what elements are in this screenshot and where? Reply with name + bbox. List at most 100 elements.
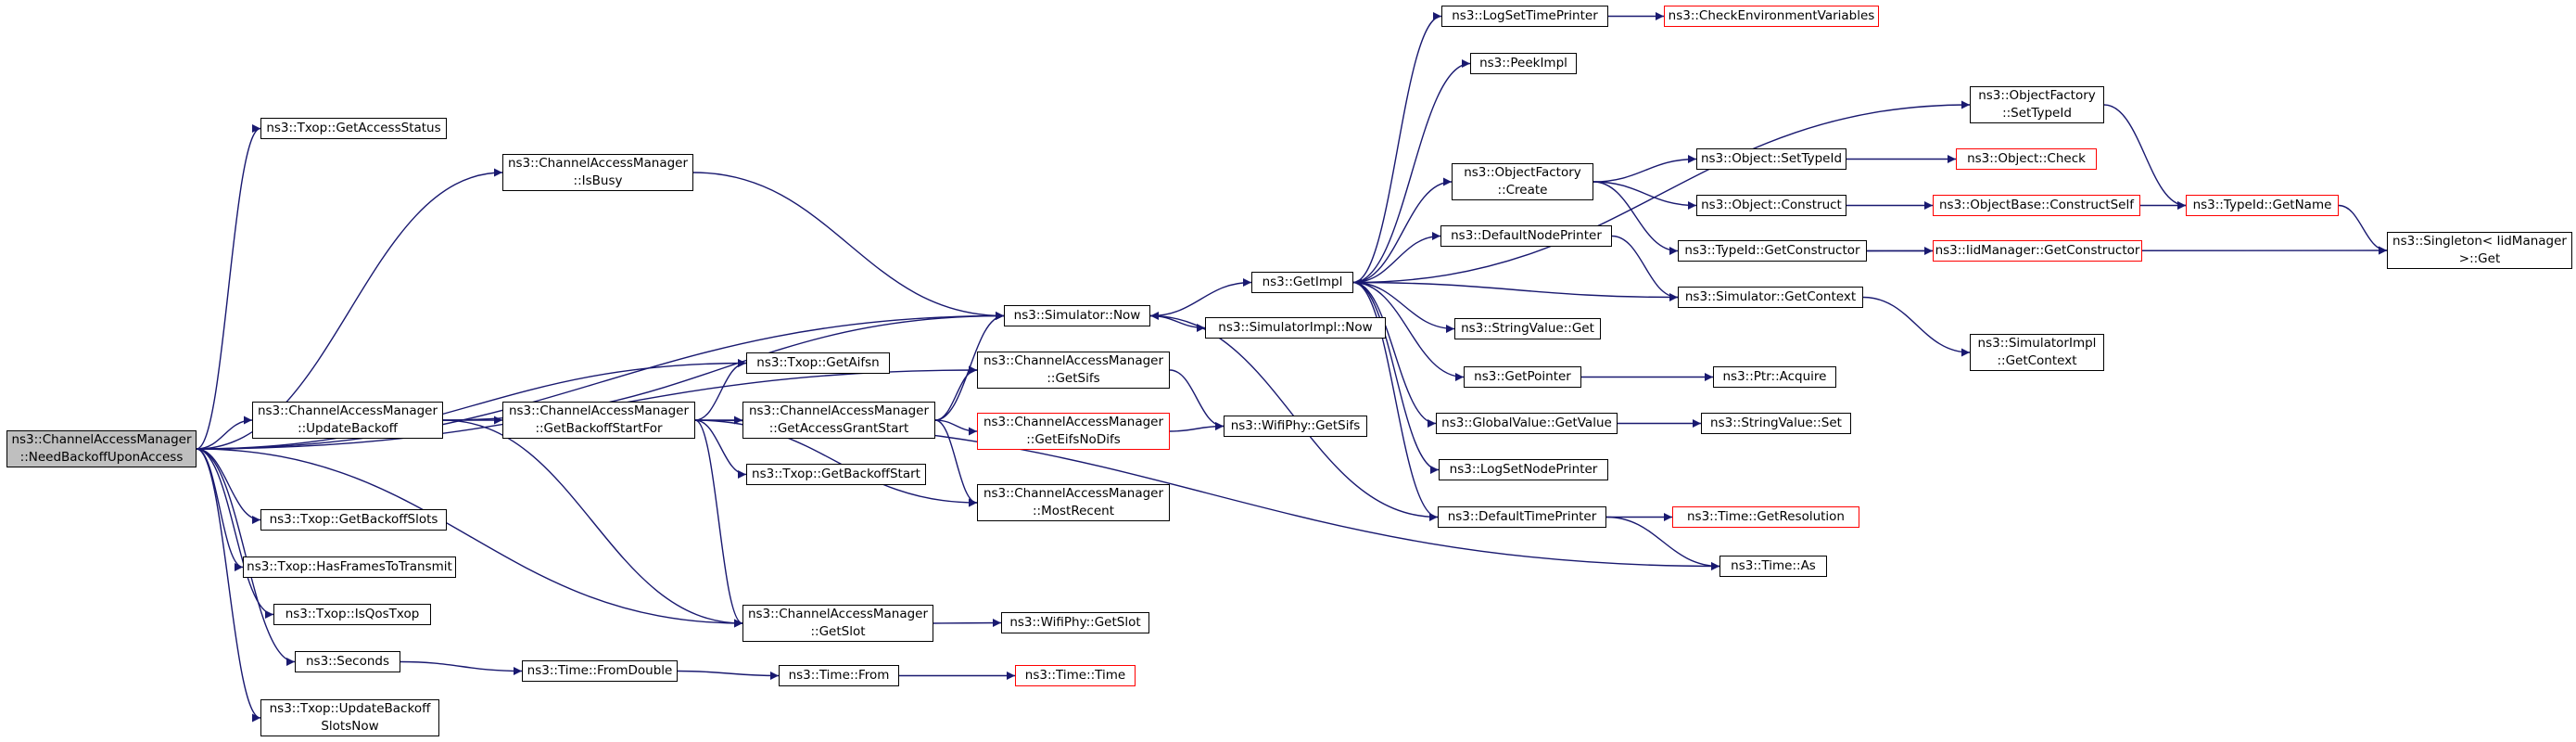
edge-get-impl-to-objfactory-create [1352, 177, 1453, 284]
node-seconds[interactable]: ns3::Seconds [295, 651, 400, 672]
node-label-line: ns3::ChannelAccessManager [507, 156, 689, 171]
node-label-line: ns3::Time::Time [1024, 668, 1126, 683]
node-label-line: ns3::ChannelAccessManager [983, 415, 1164, 429]
node-singleton-get[interactable]: ns3::Singleton< IidManager >::Get [2387, 232, 2572, 269]
edge-root-to-get-access-status [196, 124, 261, 450]
edge-root-to-seconds [196, 448, 296, 666]
node-log-set-time-printer[interactable]: ns3::LogSetTimePrinter [1441, 6, 1608, 27]
edge-objfactory-set-type-id-to-typeid-get-name [2103, 104, 2187, 210]
node-ptr-acquire[interactable]: ns3::Ptr::Acquire [1713, 366, 1836, 388]
node-object-construct[interactable]: ns3::Object::Construct [1696, 195, 1846, 216]
node-check-env[interactable]: ns3::CheckEnvironmentVariables [1664, 6, 1879, 27]
node-label-line: ns3::Txop::GetAccessStatus [266, 121, 441, 135]
node-label-line: ::MostRecent [1033, 504, 1114, 518]
edge-get-impl-to-peek-impl [1352, 59, 1471, 284]
node-label-line: ::Create [1497, 183, 1548, 198]
node-txop-is-qos[interactable]: ns3::Txop::IsQosTxop [273, 604, 431, 625]
edge-cam-get-access-grant-start-to-cam-get-eifs [934, 419, 978, 436]
node-objfactory-set-type-id[interactable]: ns3::ObjectFactory::SetTypeId [1970, 86, 2104, 123]
node-label-line: ns3::Object::Check [1967, 151, 2086, 166]
node-label-line: ns3::ChannelAccessManager [983, 486, 1164, 501]
node-label-line: ::GetContext [1997, 353, 2077, 368]
node-typeid-get-constructor[interactable]: ns3::TypeId::GetConstructor [1678, 240, 1867, 262]
node-txop-get-aifsn[interactable]: ns3::Txop::GetAifsn [746, 352, 890, 374]
edge-root-to-txop-is-qos [196, 448, 274, 619]
edge-get-impl-to-default-node-printer [1352, 232, 1441, 284]
node-cam-get-eifs[interactable]: ns3::ChannelAccessManager::GetEifsNoDifs [977, 413, 1170, 450]
edge-objfactory-create-to-typeid-get-constructor [1593, 181, 1679, 255]
node-simimpl-now[interactable]: ns3::SimulatorImpl::Now [1205, 317, 1386, 339]
node-simulator-get-context[interactable]: ns3::Simulator::GetContext [1678, 287, 1863, 308]
node-label-line: ns3::Time::As [1731, 558, 1816, 573]
node-log-set-node-printer[interactable]: ns3::LogSetNodePrinter [1439, 459, 1608, 480]
node-label-line: ns3::ChannelAccessManager [11, 432, 192, 447]
node-label-line: ns3::ChannelAccessManager [748, 403, 930, 418]
edge-root-to-cam-get-slot [196, 448, 743, 628]
node-txop-has-frames[interactable]: ns3::Txop::HasFramesToTransmit [243, 556, 456, 578]
node-label-line: ns3::StringValue::Get [1461, 321, 1594, 336]
node-simimpl-get-context[interactable]: ns3::SimulatorImpl::GetContext [1970, 334, 2104, 371]
node-objectbase-construct-self[interactable]: ns3::ObjectBase::ConstructSelf [1933, 195, 2140, 216]
node-time-get-resolution[interactable]: ns3::Time::GetResolution [1672, 506, 1859, 528]
edge-cam-get-eifs-to-wifiphy-get-sifs [1169, 422, 1225, 432]
edge-root-to-txop-update-backoff-slots [196, 448, 261, 723]
node-txop-get-backoff-slots[interactable]: ns3::Txop::GetBackoffSlots [260, 509, 447, 531]
edge-root-to-simulator-now [196, 312, 1005, 450]
node-default-time-printer[interactable]: ns3::DefaultTimePrinter [1438, 506, 1606, 528]
node-time-from[interactable]: ns3::Time::From [779, 665, 899, 686]
node-txop-get-backoff-start[interactable]: ns3::Txop::GetBackoffStart [746, 464, 926, 485]
node-global-value-get[interactable]: ns3::GlobalValue::GetValue [1436, 413, 1618, 434]
node-time-from-double[interactable]: ns3::Time::FromDouble [522, 660, 678, 682]
node-object-set-type-id[interactable]: ns3::Object::SetTypeId [1696, 148, 1846, 170]
node-label-line: ns3::Txop::GetBackoffSlots [269, 512, 438, 527]
node-label-line: ns3::ObjectFactory [1978, 88, 2096, 103]
node-typeid-get-name[interactable]: ns3::TypeId::GetName [2186, 195, 2339, 216]
node-cam-get-slot[interactable]: ns3::ChannelAccessManager::GetSlot [742, 605, 933, 642]
node-cam-get-access-grant-start[interactable]: ns3::ChannelAccessManager::GetAccessGran… [742, 402, 935, 439]
node-iidmanager-get-constructor[interactable]: ns3::IidManager::GetConstructor [1933, 240, 2142, 262]
node-label-line: ns3::Txop::IsQosTxop [285, 607, 420, 621]
edge-cam-is-busy-to-simulator-now [692, 172, 1005, 320]
node-label-line: ns3::Singleton< IidManager [2392, 234, 2567, 249]
edge-root-to-cam-is-busy [196, 168, 503, 450]
node-label-line: ns3::IidManager::GetConstructor [1935, 243, 2140, 258]
node-label-line: ns3::Txop::GetBackoffStart [752, 467, 920, 481]
node-string-value-get[interactable]: ns3::StringValue::Get [1454, 318, 1601, 339]
node-label-line: ns3::WifiPhy::GetSifs [1230, 418, 1361, 433]
edge-simulator-get-context-to-get-impl [1352, 278, 1679, 299]
node-wifiphy-get-slot[interactable]: ns3::WifiPhy::GetSlot [1001, 612, 1149, 633]
edge-objfactory-create-to-object-set-type-id [1593, 155, 1697, 183]
node-time-time[interactable]: ns3::Time::Time [1015, 665, 1136, 686]
node-get-access-status[interactable]: ns3::Txop::GetAccessStatus [260, 118, 447, 139]
node-object-check[interactable]: ns3::Object::Check [1956, 148, 2097, 170]
node-simulator-now[interactable]: ns3::Simulator::Now [1004, 305, 1150, 326]
node-objfactory-create[interactable]: ns3::ObjectFactory::Create [1452, 163, 1593, 200]
edge-cam-get-backoff-start-for-to-cam-get-slot [694, 419, 743, 628]
node-label-line: ns3::ObjectBase::ConstructSelf [1939, 198, 2134, 212]
node-cam-get-backoff-start-for[interactable]: ns3::ChannelAccessManager::GetBackoffSta… [502, 402, 695, 439]
node-get-impl[interactable]: ns3::GetImpl [1251, 272, 1353, 293]
node-label-line: >::Get [2458, 251, 2501, 266]
node-label-line: ns3::Txop::UpdateBackoff [269, 701, 431, 716]
node-cam-is-busy[interactable]: ns3::ChannelAccessManager::IsBusy [502, 154, 693, 191]
node-label-line: ::GetEifsNoDifs [1026, 432, 1121, 447]
node-string-value-set[interactable]: ns3::StringValue::Set [1701, 413, 1851, 434]
node-get-pointer[interactable]: ns3::GetPointer [1464, 366, 1581, 388]
edge-cam-get-backoff-start-for-to-txop-get-backoff-start [694, 419, 747, 479]
node-label-line: ns3::Simulator::Now [1013, 308, 1141, 323]
node-cam-get-sifs[interactable]: ns3::ChannelAccessManager::GetSifs [977, 352, 1170, 389]
node-cam-update-backoff[interactable]: ns3::ChannelAccessManager::UpdateBackoff [252, 402, 443, 439]
node-label-line: ::SetTypeId [2002, 106, 2072, 121]
node-cam-most-recent[interactable]: ns3::ChannelAccessManager::MostRecent [977, 484, 1170, 521]
node-label-line: ns3::Time::FromDouble [527, 663, 673, 678]
node-label-line: ns3::DefaultTimePrinter [1447, 509, 1597, 524]
node-time-as[interactable]: ns3::Time::As [1719, 556, 1827, 577]
node-root: ns3::ChannelAccessManager::NeedBackoffUp… [6, 430, 197, 467]
node-default-node-printer[interactable]: ns3::DefaultNodePrinter [1440, 225, 1612, 247]
edge-cam-get-slot-to-wifiphy-get-slot [933, 619, 1002, 628]
node-wifiphy-get-sifs[interactable]: ns3::WifiPhy::GetSifs [1224, 416, 1367, 437]
edge-get-impl-to-log-set-time-printer [1352, 12, 1442, 284]
node-peek-impl[interactable]: ns3::PeekImpl [1470, 53, 1577, 74]
